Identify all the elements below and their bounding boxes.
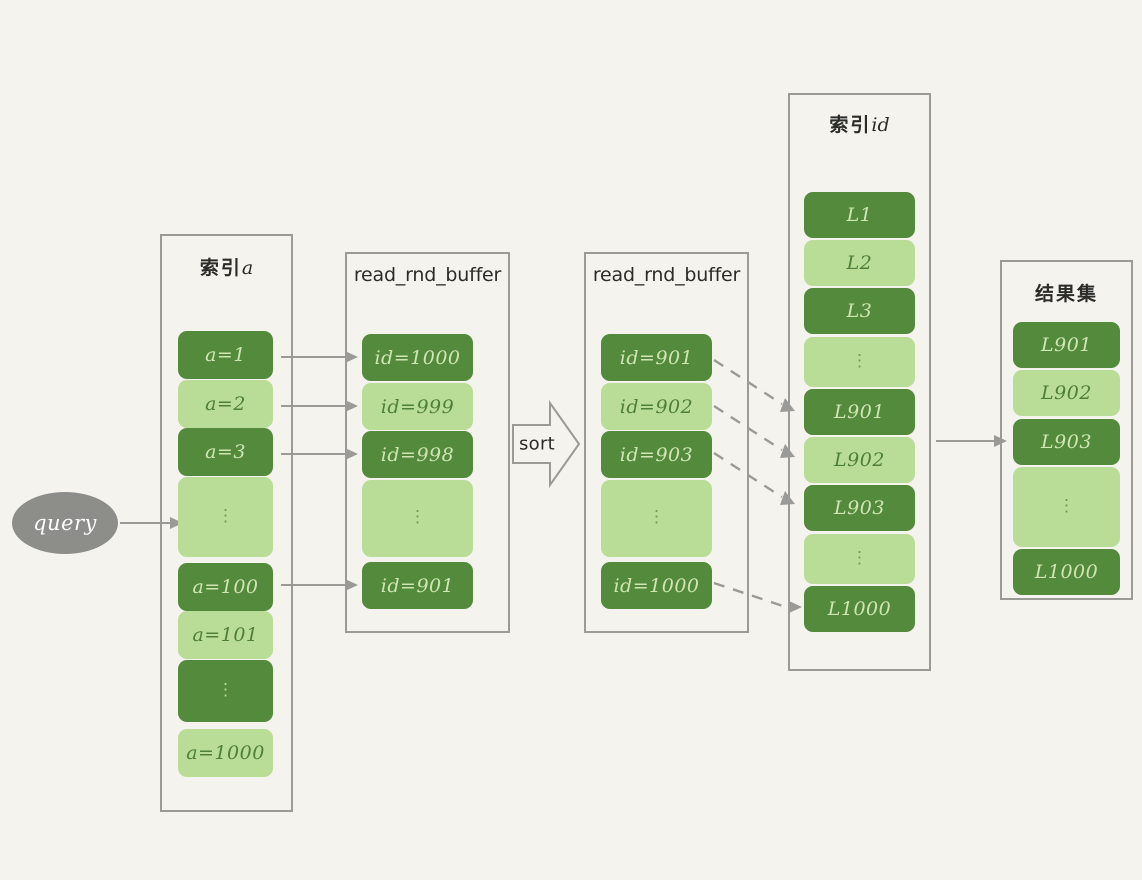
cell-index-a-a-2: a=2 xyxy=(178,380,273,428)
panel-index-a-title: 索引a xyxy=(162,253,291,280)
cell-index-a-a-1000: a=1000 xyxy=(178,729,273,777)
cell-buffer-sorted-id-1000: id=1000 xyxy=(601,562,712,609)
ellipsis-icon: ⋮ xyxy=(1058,495,1075,516)
cell-index-id-l903: L903 xyxy=(804,485,915,531)
cell-label: id=903 xyxy=(619,443,694,466)
cell-label: id=902 xyxy=(619,395,694,418)
cell-result-set-l901: L901 xyxy=(1013,322,1120,368)
cell-index-a-ellipsis: ⋮ xyxy=(178,660,273,722)
panel-buffer-sorted-title: read_rnd_buffer xyxy=(592,264,741,286)
panel-index-id-title-cn: 索引 xyxy=(829,114,872,136)
cell-index-a-a-101: a=101 xyxy=(178,611,273,659)
cell-label: L2 xyxy=(846,252,873,274)
cell-label: a=1000 xyxy=(186,742,265,764)
sort-arrow-shape xyxy=(512,399,581,489)
cell-label: L902 xyxy=(834,449,885,471)
cell-buffer-unsorted-id-901: id=901 xyxy=(362,562,473,609)
cell-index-id-l2: L2 xyxy=(804,240,915,286)
connector-index-id-to-result-set xyxy=(936,435,1007,447)
cell-index-id-l1: L1 xyxy=(804,192,915,238)
cell-label: L903 xyxy=(834,497,885,519)
cell-result-set-ellipsis: ⋮ xyxy=(1013,467,1120,547)
cell-index-id-l3: L3 xyxy=(804,288,915,334)
cell-label: a=101 xyxy=(192,624,259,646)
cell-label: L1000 xyxy=(827,598,892,620)
cell-label: id=901 xyxy=(380,574,455,597)
cell-buffer-sorted-id-901: id=901 xyxy=(601,334,712,381)
cell-buffer-unsorted-id-998: id=998 xyxy=(362,431,473,478)
query-label: query xyxy=(33,511,97,535)
query-node: query xyxy=(12,492,118,554)
cell-index-a-a-3: a=3 xyxy=(178,428,273,476)
ellipsis-icon: ⋮ xyxy=(851,350,868,371)
cell-label: L901 xyxy=(1041,334,1092,356)
sort-label: sort xyxy=(518,433,556,455)
panel-index-id-title: 索引id xyxy=(790,110,929,137)
cell-label: id=998 xyxy=(380,443,455,466)
cell-label: L1000 xyxy=(1034,561,1099,583)
ellipsis-icon: ⋮ xyxy=(648,507,665,527)
cell-buffer-unsorted-id-999: id=999 xyxy=(362,383,473,430)
panel-result-set-title: 结果集 xyxy=(1034,283,1098,305)
cell-index-id-l902: L902 xyxy=(804,437,915,483)
cell-result-set-l903: L903 xyxy=(1013,419,1120,465)
cell-label: L902 xyxy=(1041,382,1092,404)
cell-index-id-l901: L901 xyxy=(804,389,915,435)
cell-index-id-ellipsis: ⋮ xyxy=(804,534,915,584)
panel-index-a-title-cn: 索引 xyxy=(199,257,242,279)
panel-result-set: 结果集 xyxy=(1000,260,1133,600)
cell-label: a=2 xyxy=(205,393,246,415)
ellipsis-icon: ⋮ xyxy=(217,679,234,700)
cell-index-a-a-100: a=100 xyxy=(178,563,273,611)
cell-label: L1 xyxy=(846,204,873,226)
cell-label: L3 xyxy=(846,300,873,322)
cell-index-a-a-1: a=1 xyxy=(178,331,273,379)
cell-buffer-sorted-id-903: id=903 xyxy=(601,431,712,478)
cell-result-set-l1000: L1000 xyxy=(1013,549,1120,595)
panel-index-id: 索引id xyxy=(788,93,931,671)
cell-index-id-ellipsis: ⋮ xyxy=(804,337,915,387)
cell-label: id=1000 xyxy=(613,574,700,597)
panel-index-id-title-latin: id xyxy=(871,114,890,136)
cell-buffer-unsorted-id-1000: id=1000 xyxy=(362,334,473,381)
cell-label: a=100 xyxy=(192,576,259,598)
cell-buffer-sorted-id-902: id=902 xyxy=(601,383,712,430)
panel-buffer-unsorted: read_rnd_buffer xyxy=(345,252,510,633)
cell-label: L901 xyxy=(834,401,885,423)
panel-buffer-unsorted-title: read_rnd_buffer xyxy=(353,264,502,286)
cell-index-id-l1000: L1000 xyxy=(804,586,915,632)
panel-index-a-title-latin: a xyxy=(241,257,254,279)
cell-buffer-sorted-ellipsis: ⋮ xyxy=(601,480,712,557)
cell-label: id=999 xyxy=(380,395,455,418)
ellipsis-icon: ⋮ xyxy=(409,507,426,527)
ellipsis-icon: ⋮ xyxy=(851,547,868,568)
cell-buffer-unsorted-ellipsis: ⋮ xyxy=(362,480,473,557)
cell-result-set-l902: L902 xyxy=(1013,370,1120,416)
cell-label: L903 xyxy=(1041,431,1092,453)
cell-label: a=3 xyxy=(205,441,246,463)
ellipsis-icon: ⋮ xyxy=(217,505,234,526)
sort-block-arrow: sort xyxy=(512,398,581,490)
cell-index-a-ellipsis: ⋮ xyxy=(178,477,273,557)
cell-label: id=901 xyxy=(619,346,694,369)
cell-label: a=1 xyxy=(205,344,246,366)
cell-label: id=1000 xyxy=(374,346,461,369)
